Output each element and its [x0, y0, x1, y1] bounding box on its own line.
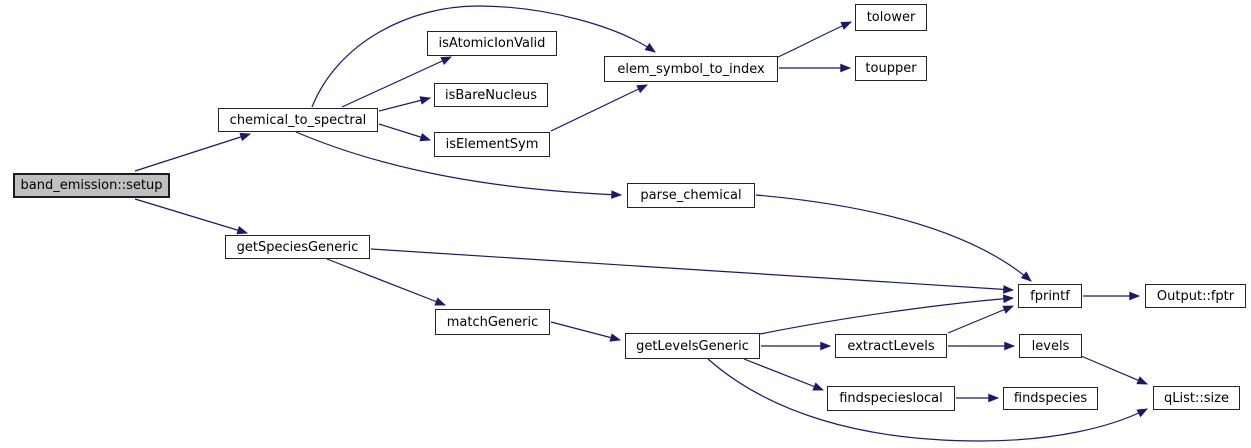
- node-extract-levels[interactable]: extractLevels: [835, 334, 947, 358]
- node-levels[interactable]: levels: [1019, 334, 1082, 358]
- edge-band_emission_setup-getSpeciesGeneric: [134, 198, 249, 235]
- edge-chemical_to_spectral-isBareNucleus: [378, 96, 432, 112]
- node-chemical-to-spectral[interactable]: chemical_to_spectral: [218, 108, 378, 132]
- node-toupper[interactable]: toupper: [855, 56, 927, 81]
- edge-getLevelsGeneric-fprintf: [759, 294, 1015, 335]
- node-findspecieslocal[interactable]: findspecieslocal: [827, 386, 955, 411]
- edge-chemical_to_spectral-isElementSym: [378, 123, 432, 142]
- node-fprintf[interactable]: fprintf: [1018, 284, 1082, 308]
- node-band-emission-setup[interactable]: band_emission::setup: [13, 173, 170, 198]
- node-findspecies[interactable]: findspecies: [1003, 387, 1098, 410]
- edge-band_emission_setup-chemical_to_spectral: [134, 132, 252, 172]
- node-match-generic[interactable]: matchGeneric: [435, 309, 550, 335]
- node-tolower[interactable]: tolower: [855, 4, 927, 31]
- node-get-levels-generic[interactable]: getLevelsGeneric: [625, 333, 760, 359]
- node-is-bare-nucleus[interactable]: isBareNucleus: [434, 83, 548, 107]
- edge-parse_chemical-fprintf: [755, 194, 1032, 282]
- edge-extractLevels-fprintf: [947, 305, 1014, 334]
- node-qlist-size[interactable]: qList::size: [1153, 386, 1240, 410]
- edge-getSpeciesGeneric-matchGeneric: [326, 258, 447, 306]
- edge-getLevelsGeneric-qList_size: [707, 358, 1148, 442]
- edge-chemical_to_spectral-isAtomicIonValid: [341, 56, 452, 108]
- node-is-element-sym[interactable]: isElementSym: [434, 132, 550, 157]
- edge-chemical_to_spectral-elem_symbol_to_index: [311, 5, 656, 108]
- edge-chemical_to_spectral-parse_chemical: [295, 131, 623, 199]
- node-is-atomic-ion-valid[interactable]: isAtomicIonValid: [427, 31, 557, 56]
- edge-levels-qList_size: [1080, 355, 1148, 385]
- node-elem-symbol-to-index[interactable]: elem_symbol_to_index: [604, 56, 778, 82]
- node-output-fptr[interactable]: Output::fptr: [1145, 284, 1246, 308]
- edge-getLevelsGeneric-findspecieslocal: [743, 358, 825, 391]
- edge-elem_symbol_to_index-tolower: [777, 21, 852, 58]
- node-get-species-generic[interactable]: getSpeciesGeneric: [225, 235, 370, 259]
- edge-isElementSym-elem_symbol_to_index: [550, 84, 648, 132]
- edge-getSpeciesGeneric-fprintf: [370, 248, 1015, 294]
- edge-matchGeneric-getLevelsGeneric: [550, 321, 622, 342]
- node-parse-chemical[interactable]: parse_chemical: [627, 183, 755, 208]
